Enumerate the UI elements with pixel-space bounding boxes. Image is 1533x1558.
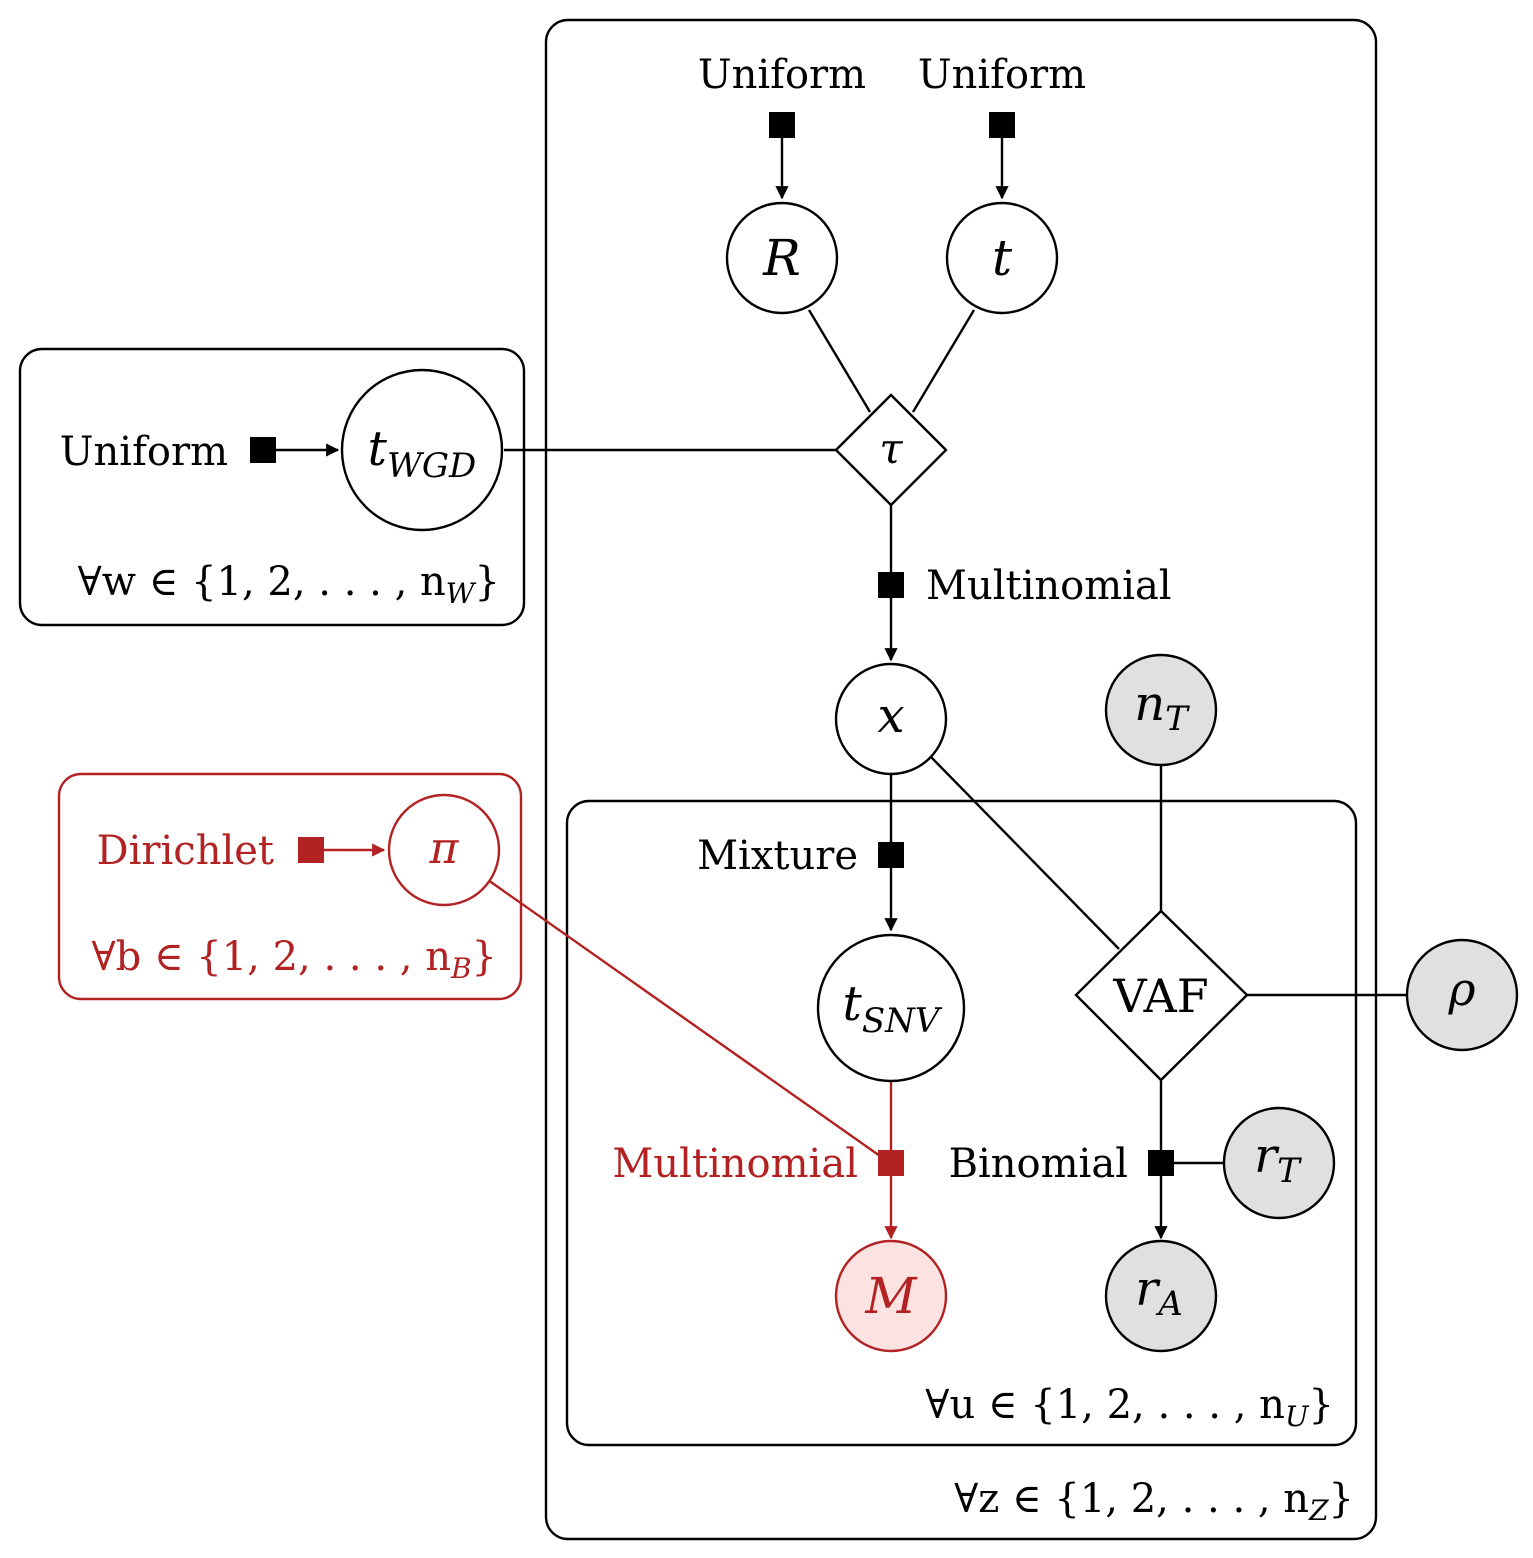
node-rho-label: ρ <box>1447 962 1475 1016</box>
node-vaf: VAF <box>1074 909 1249 1082</box>
node-n-T: nT <box>1104 653 1218 767</box>
factor-uniform-wgd <box>250 437 276 463</box>
node-R-label: R <box>762 229 801 287</box>
plate-b-label: ∀b ∈ {1, 2, . . . , nB} <box>91 934 497 985</box>
node-r-A: rA <box>1104 1239 1218 1353</box>
node-t-label: t <box>992 229 1013 287</box>
factor-multinomial-M <box>878 1150 904 1176</box>
node-r-A-label: rA <box>1135 1261 1183 1324</box>
node-t-wgd-label: tWGD <box>368 421 477 486</box>
node-M-label: M <box>864 1267 918 1325</box>
node-r-T-label: rT <box>1254 1128 1302 1191</box>
edge-R-tau <box>807 309 872 413</box>
plate-u-label: ∀u ∈ {1, 2, . . . , nU} <box>925 1382 1334 1433</box>
plate-u <box>565 799 1358 1447</box>
label-uniform-wgd: Uniform <box>60 429 228 475</box>
plate-b <box>57 772 523 1001</box>
node-t-wgd: tWGD <box>340 368 504 532</box>
node-pi: π <box>387 793 501 907</box>
label-uniform-t: Uniform <box>918 52 1086 98</box>
node-M: M <box>834 1239 948 1353</box>
node-R: R <box>725 201 839 315</box>
label-multinomial-M: Multinomial <box>612 1141 858 1187</box>
factor-uniform-t <box>989 112 1015 138</box>
node-x-label: x <box>877 688 904 744</box>
node-vaf-label: VAF <box>1112 969 1208 1023</box>
node-t-snv: tSNV <box>816 933 966 1083</box>
plate-w <box>18 347 526 627</box>
plate-z-label: ∀z ∈ {1, 2, . . . , nZ} <box>954 1476 1354 1527</box>
factor-binomial <box>1148 1150 1174 1176</box>
node-tau: τ <box>834 393 948 507</box>
label-multinomial-x: Multinomial <box>926 563 1172 609</box>
label-dirichlet: Dirichlet <box>97 828 274 874</box>
edge-x-vaf <box>930 756 1120 950</box>
node-x: x <box>834 662 948 776</box>
factor-dirichlet <box>298 837 324 863</box>
node-pi-label: π <box>429 823 460 874</box>
node-rho: ρ <box>1405 938 1519 1052</box>
node-t: t <box>945 201 1059 315</box>
node-t-snv-label: tSNV <box>843 976 943 1041</box>
node-tau-label: τ <box>879 424 903 473</box>
node-n-T-label: nT <box>1134 676 1190 739</box>
edge-pi-multinomial-red <box>487 879 881 1157</box>
factor-uniform-R <box>769 112 795 138</box>
label-binomial: Binomial <box>949 1141 1128 1187</box>
label-uniform-R: Uniform <box>698 52 866 98</box>
plate-z <box>544 18 1378 1541</box>
plate-w-label: ∀w ∈ {1, 2, . . . , nW} <box>78 559 500 610</box>
edge-t-tau <box>911 309 976 413</box>
factor-multinomial-x <box>878 572 904 598</box>
label-mixture: Mixture <box>697 833 858 879</box>
node-r-T: rT <box>1222 1106 1336 1220</box>
factor-mixture <box>878 842 904 868</box>
